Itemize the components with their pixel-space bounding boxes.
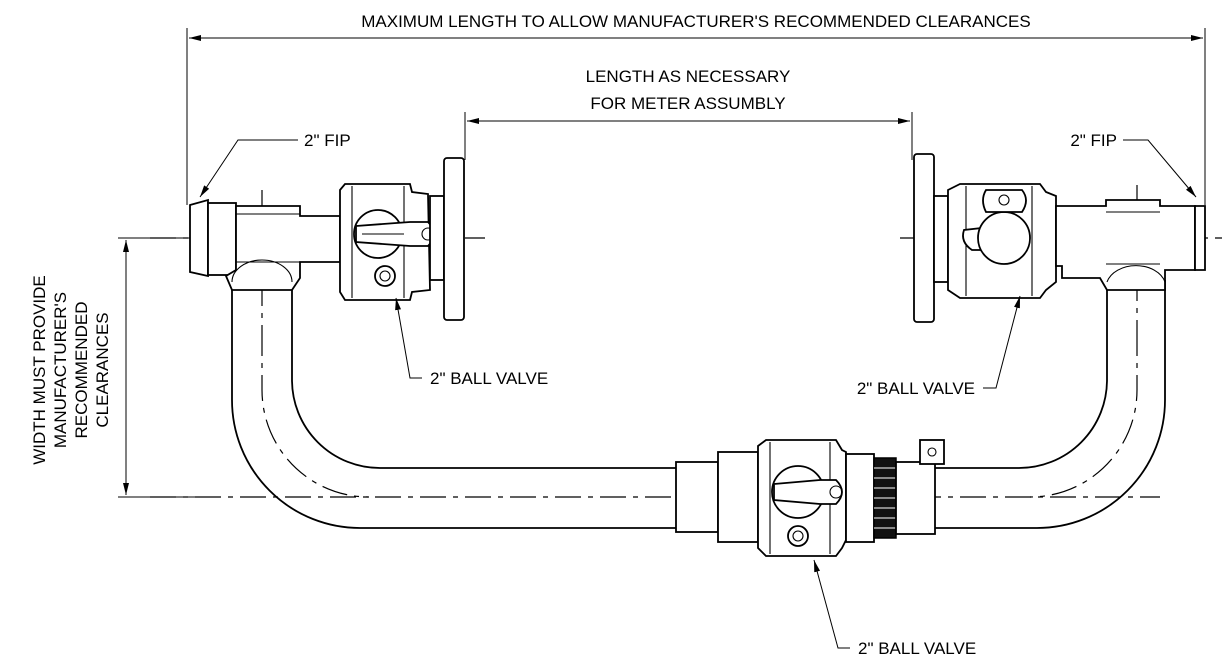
right-outlet-assembly — [913, 153, 1206, 323]
callout-ball-valve-right: 2" BALL VALVE — [857, 295, 1021, 398]
width-dimension: WIDTH MUST PROVIDE MANUFACTURER'S RECOMM… — [30, 237, 210, 498]
callout-fip-left: 2" FIP — [199, 131, 351, 198]
callout-fip-right: 2" FIP — [1070, 131, 1197, 198]
meter-length-dimension: LENGTH AS NECESSARY FOR METER ASSUMBLY — [464, 67, 913, 160]
width-label-line2: MANUFACTURER'S — [51, 292, 70, 448]
max-length-label: MAXIMUM LENGTH TO ALLOW MANUFACTURER'S R… — [361, 12, 1030, 31]
ball-valve-left-label: 2" BALL VALVE — [430, 369, 548, 388]
fip-left-label: 2" FIP — [304, 131, 351, 150]
bypass-valve-assembly — [675, 439, 945, 557]
meter-length-label-line1: LENGTH AS NECESSARY — [586, 67, 791, 86]
callout-ball-valve-bottom: 2" BALL VALVE — [813, 559, 976, 658]
left-inlet-assembly — [189, 157, 465, 321]
ball-valve-bottom-label: 2" BALL VALVE — [858, 639, 976, 658]
callout-ball-valve-left: 2" BALL VALVE — [395, 297, 548, 388]
width-label-line4: CLEARANCES — [93, 312, 112, 427]
width-label-line1: WIDTH MUST PROVIDE — [30, 275, 49, 465]
ball-valve-right-label: 2" BALL VALVE — [857, 379, 975, 398]
u-bend-pipe — [231, 280, 1166, 529]
meter-length-label-line2: FOR METER ASSUMBLY — [590, 94, 785, 113]
fip-right-label: 2" FIP — [1070, 131, 1117, 150]
width-label-line3: RECOMMENDED — [72, 302, 91, 439]
max-length-dimension: MAXIMUM LENGTH TO ALLOW MANUFACTURER'S R… — [186, 12, 1206, 205]
